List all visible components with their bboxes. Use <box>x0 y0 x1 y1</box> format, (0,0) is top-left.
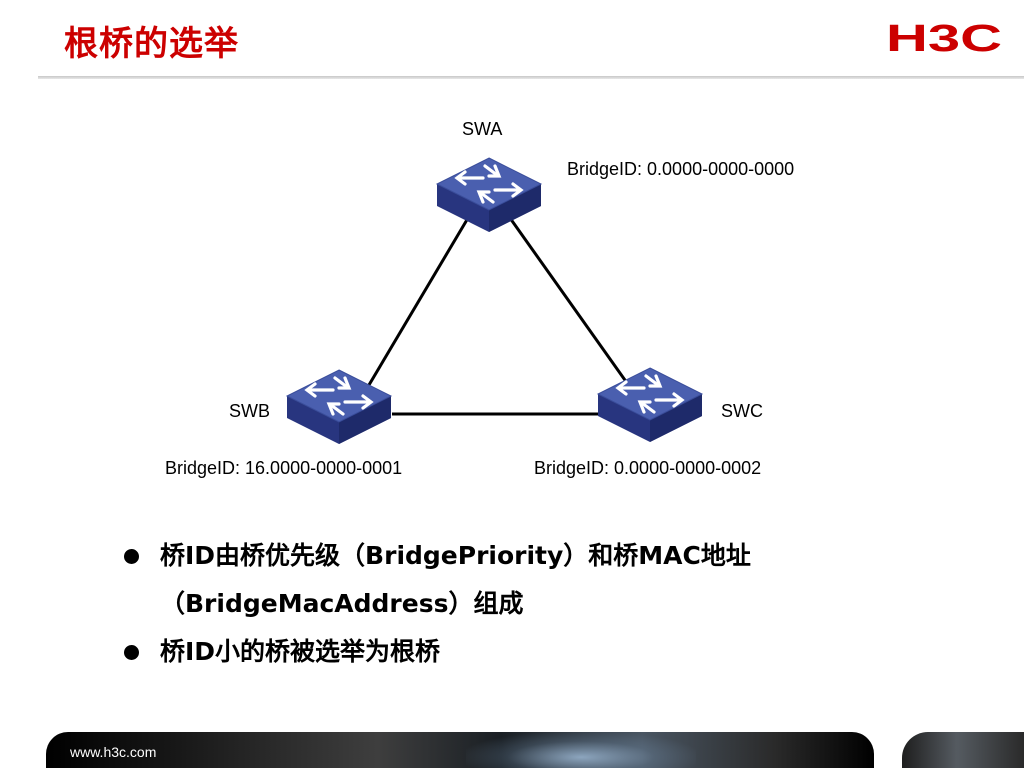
switch-icon <box>435 156 543 234</box>
topology-diagram <box>0 80 1024 520</box>
footer-glow <box>466 732 696 768</box>
logo-text: H3C <box>886 18 1002 58</box>
bullet-item: 桥ID小的桥被选举为根桥 <box>120 628 900 676</box>
link-swa-swc <box>508 217 634 391</box>
swb-bridge-id: BridgeID: 16.0000-0000-0001 <box>165 458 403 478</box>
swa-bridge-id: BridgeID: 0.0000-0000-0000 <box>567 159 795 179</box>
bullet-dot-icon <box>124 549 139 564</box>
title-divider <box>38 76 1024 79</box>
switch-icon <box>596 366 704 444</box>
footer-banner: www.h3c.com <box>46 732 874 768</box>
bullet-item: 桥ID由桥优先级（BridgePriority）和桥MAC地址（BridgeMa… <box>120 532 900 628</box>
topology-svg <box>285 156 704 446</box>
bullet-list: 桥ID由桥优先级（BridgePriority）和桥MAC地址（BridgeMa… <box>120 532 900 676</box>
footer-url: www.h3c.com <box>70 744 157 760</box>
bullet-dot-icon <box>124 645 139 660</box>
page-title: 根桥的选举 <box>64 24 239 64</box>
footer-right-banner <box>902 732 1024 768</box>
swc-label: SWC <box>721 401 763 421</box>
h3c-logo: H3C <box>886 18 1002 58</box>
link-swa-swb <box>364 217 470 391</box>
bullet-text: 桥ID小的桥被选举为根桥 <box>160 637 441 666</box>
swb-label: SWB <box>229 401 271 421</box>
bullet-text: 桥ID由桥优先级（BridgePriority）和桥MAC地址（BridgeMa… <box>160 541 751 618</box>
swa-label: SWA <box>462 119 503 139</box>
switch-icon <box>285 368 393 446</box>
swc-bridge-id: BridgeID: 0.0000-0000-0002 <box>534 458 762 478</box>
